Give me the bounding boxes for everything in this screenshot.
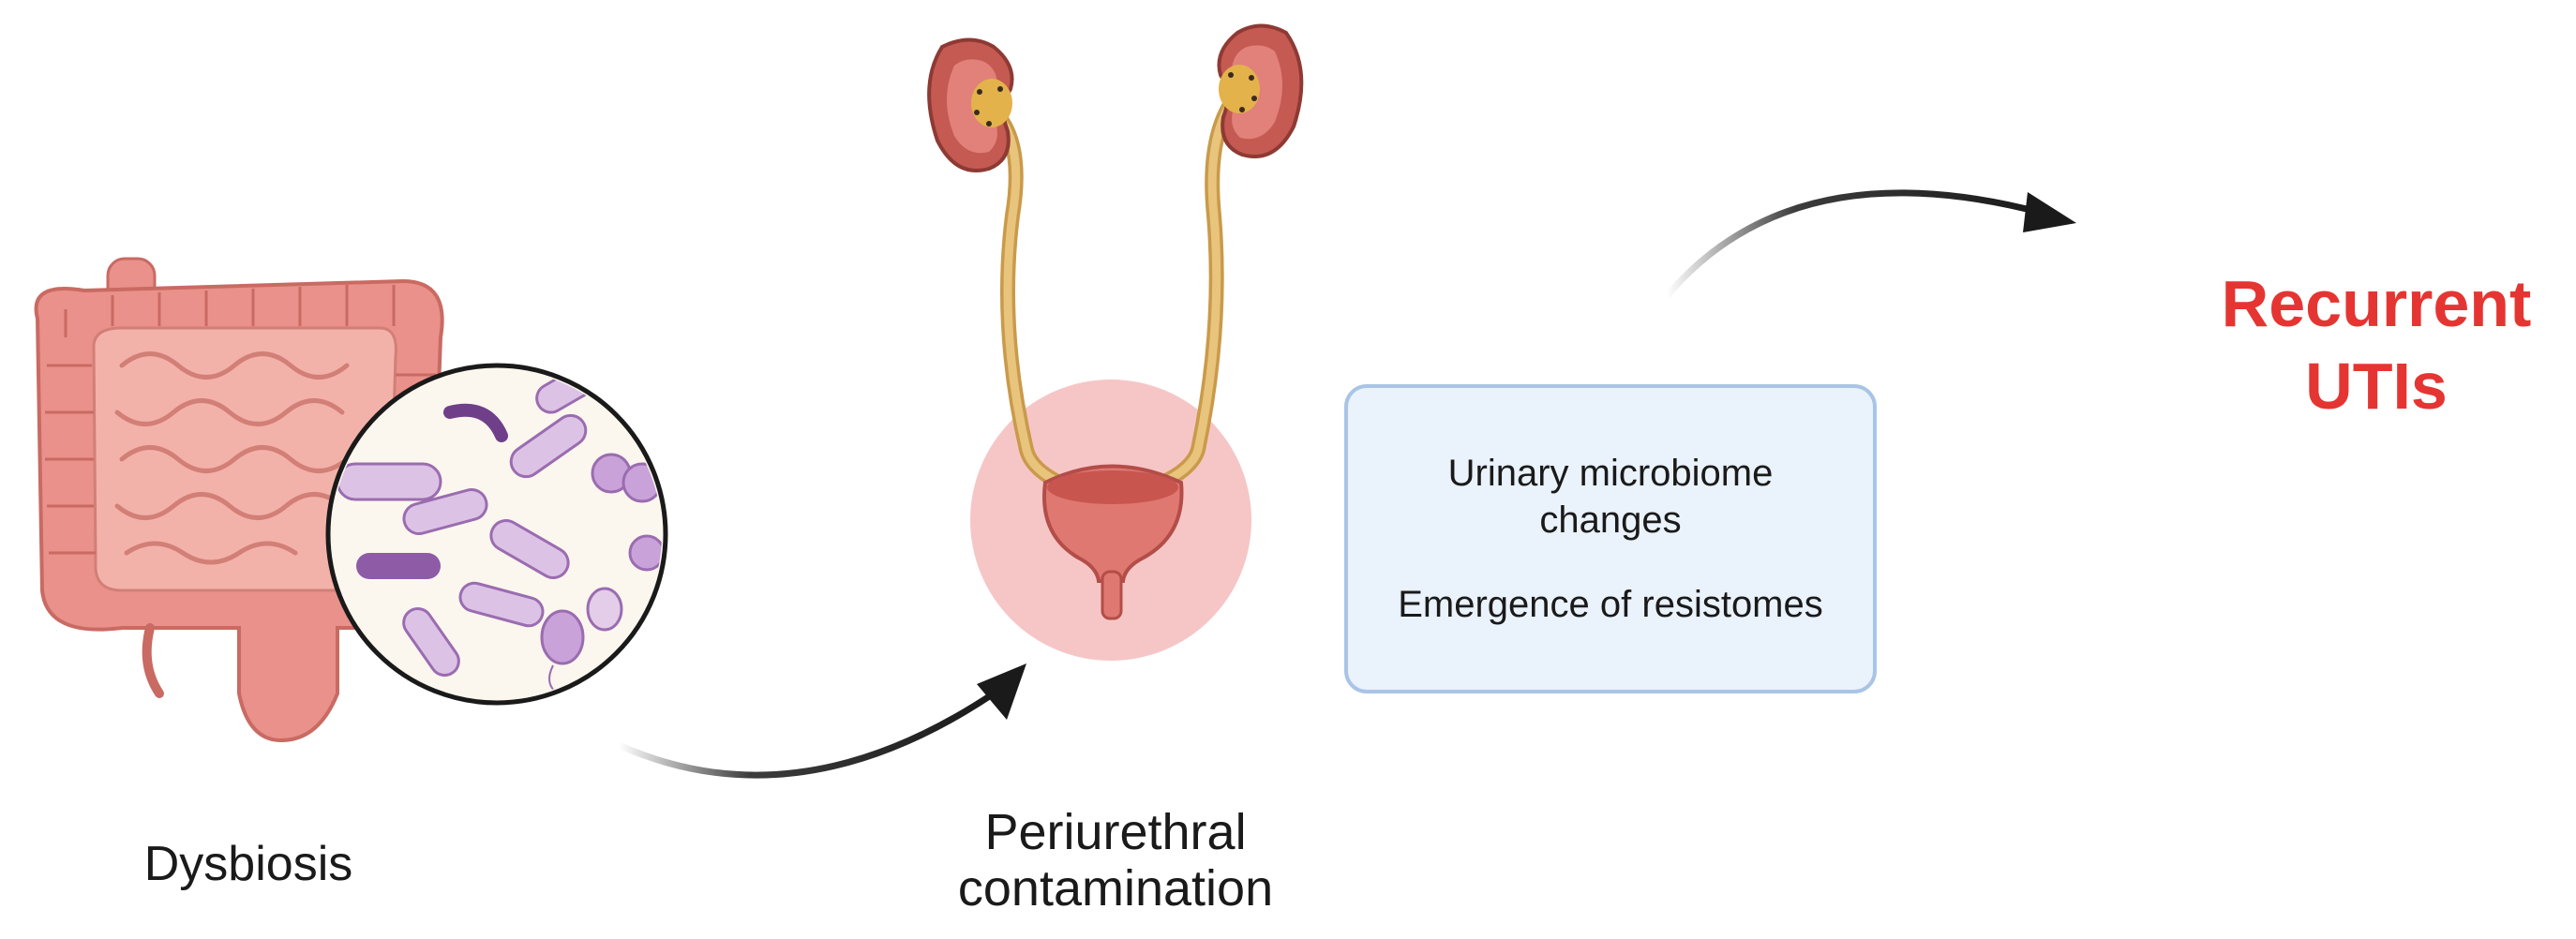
arrow-box-to-outcome xyxy=(1664,189,2076,299)
bladder xyxy=(1042,464,1184,620)
right-kidney xyxy=(1217,23,1304,158)
urinary-tract-icon xyxy=(927,23,1304,661)
left-kidney xyxy=(927,37,1014,172)
arrowhead-icon xyxy=(977,663,1026,720)
dysbiosis-label: Dysbiosis xyxy=(143,837,353,891)
outcome-line1: Recurrent xyxy=(2221,267,2532,340)
bacteria-magnifier-icon xyxy=(325,363,668,706)
recurrent-utis-label: Recurrent UTIs xyxy=(2184,262,2569,427)
arrowhead-icon xyxy=(2023,192,2076,232)
large-intestine-icon xyxy=(34,257,444,743)
periurethral-label-line1: Periurethral xyxy=(984,804,1247,860)
periurethral-label-line2: contamination xyxy=(957,860,1274,917)
outcome-line2: UTIs xyxy=(2305,350,2448,423)
microbiome-info-box: Urinary microbiome changes Emergence of … xyxy=(1344,384,1877,693)
periurethral-contamination-label: Periurethral contamination xyxy=(872,804,1359,917)
info-box-resistomes: Emergence of resistomes xyxy=(1398,584,1823,625)
arrow-dysbiosis-to-bladder xyxy=(617,663,1026,779)
info-box-microbiome-changes: Urinary microbiome changes xyxy=(1447,453,1774,541)
